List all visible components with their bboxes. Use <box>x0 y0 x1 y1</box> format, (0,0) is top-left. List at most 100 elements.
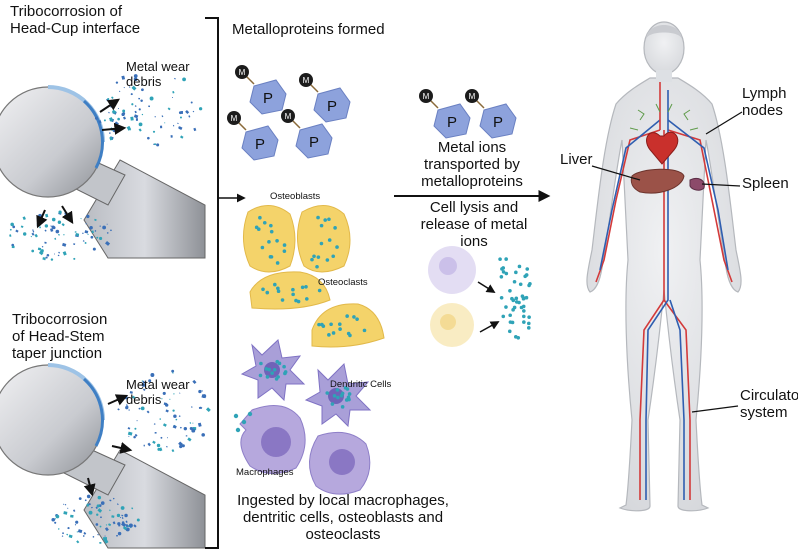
metal-ion-dot <box>340 391 345 396</box>
debris-particle <box>108 111 110 114</box>
metal-ion-dot <box>335 388 340 392</box>
debris-particle <box>97 533 99 536</box>
debris-particle <box>142 380 145 384</box>
debris-particle <box>116 503 119 506</box>
debris-particle <box>76 540 80 544</box>
debris-particle <box>92 536 95 538</box>
metal-ion-dot <box>319 241 324 246</box>
debris-particle <box>134 433 138 437</box>
debris-particle <box>142 388 146 391</box>
debris-particle <box>116 513 121 518</box>
debris-particle <box>201 394 207 399</box>
circulatory-system-label: Circulatory system <box>740 387 798 421</box>
debris-particle <box>160 436 163 439</box>
protein-letter: P <box>263 90 273 107</box>
debris-particle <box>118 90 121 93</box>
body-label-lines <box>591 111 743 413</box>
metal-ion-dot <box>247 411 253 417</box>
osteoclasts-label: Osteoclasts <box>318 277 368 288</box>
debris-particle <box>141 383 146 387</box>
metal-ion-dot <box>337 322 342 326</box>
debris-particle <box>177 122 179 125</box>
debris-particle <box>97 495 102 500</box>
debris-particle <box>103 537 107 541</box>
metalloprotein: PM <box>419 89 471 139</box>
debris-particle <box>189 422 192 424</box>
debris-particle <box>133 77 138 82</box>
debris-particle <box>62 251 67 256</box>
debris-particle <box>131 507 134 510</box>
liver-label: Liver <box>560 151 593 168</box>
debris-particle <box>100 516 102 519</box>
debris-particle <box>159 418 161 420</box>
debris-particle <box>171 369 175 373</box>
cell-lysis-label: Cell lysis and release of metal ions <box>420 199 528 250</box>
free-ion-dot <box>514 270 518 275</box>
metal-ion-dot <box>329 322 333 327</box>
debris-particle <box>153 423 156 425</box>
debris-particle <box>78 497 82 500</box>
metal-ion <box>299 73 313 87</box>
debris-particle <box>114 121 119 126</box>
debris-particle <box>117 108 119 110</box>
debris-particle <box>76 531 78 533</box>
debris-particle <box>131 395 136 399</box>
debris-particle <box>171 96 174 99</box>
metal-ion-dot <box>345 387 350 391</box>
metal-ion-dot <box>316 255 321 259</box>
debris-particle <box>178 441 183 447</box>
free-ion-dot <box>524 273 529 277</box>
debris-particle <box>191 428 196 433</box>
debris-particle <box>193 127 197 132</box>
metal-ion-dot <box>330 402 335 406</box>
protein-shape <box>295 123 333 159</box>
debris-particle <box>94 230 97 232</box>
debris-particle <box>156 443 161 448</box>
debris-particle <box>92 247 96 251</box>
debris-particle <box>11 245 15 249</box>
debris-particle <box>57 528 60 530</box>
debris-particle <box>125 406 129 410</box>
debris-particle <box>67 527 70 530</box>
debris-particle <box>183 426 188 431</box>
debris-particle <box>140 406 145 411</box>
debris-particle <box>91 230 94 234</box>
debris-particle <box>63 503 65 505</box>
metal-ion-dot <box>291 292 295 297</box>
free-ion-dot <box>508 313 512 318</box>
metal-ion-dot <box>273 282 277 287</box>
metal-ion-dot <box>312 254 316 259</box>
debris-particle <box>133 74 138 78</box>
metal-ion-dot <box>277 361 282 366</box>
free-ion-dot <box>511 308 515 312</box>
debris-particle <box>50 258 54 261</box>
metal-ion-dot <box>282 249 287 253</box>
debris-particle <box>54 521 57 524</box>
metal-ion-dot <box>269 223 273 228</box>
debris-particle <box>87 233 89 236</box>
debris-arrows <box>36 98 133 497</box>
metal-ion-dot <box>317 322 321 327</box>
debris-particle <box>95 506 98 510</box>
metal-ion <box>235 65 249 79</box>
debris-particle <box>84 230 89 234</box>
debris-particle <box>67 507 69 509</box>
debris-particle <box>51 225 55 229</box>
debris-particle <box>97 508 103 513</box>
debris-particle <box>83 531 87 535</box>
metal-ion-dot <box>259 361 263 366</box>
debris-particle <box>129 390 133 394</box>
debris-particle <box>49 228 54 232</box>
debris-particle <box>120 506 125 510</box>
debris-particle <box>178 111 182 115</box>
debris-particle <box>85 223 87 225</box>
debris-particle <box>128 409 130 411</box>
metal-ion-dot <box>261 287 265 292</box>
debris-particle <box>180 426 182 429</box>
debris-particle <box>51 517 56 522</box>
free-ion-dot <box>510 320 515 325</box>
free-ion-dot <box>500 267 504 271</box>
debris-particle <box>62 532 64 535</box>
debris-particle <box>161 115 164 118</box>
metal-ion-dot <box>319 223 324 228</box>
